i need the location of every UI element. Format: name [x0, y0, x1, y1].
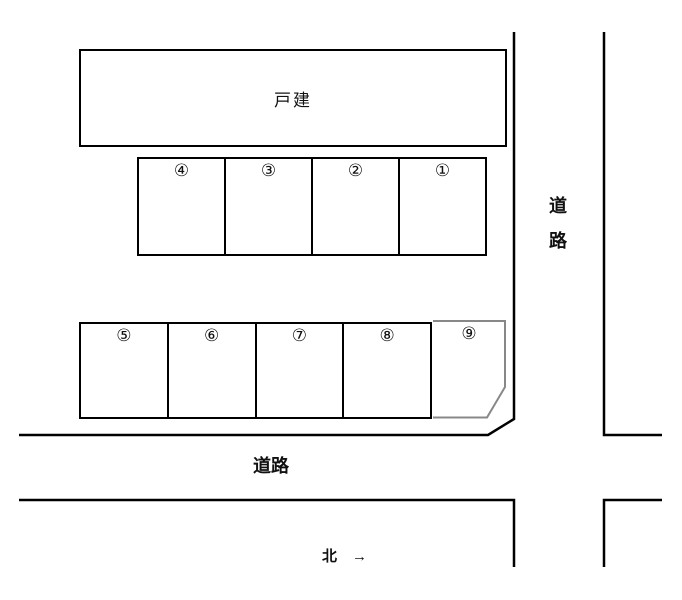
parking-space-6: ⑥ — [169, 324, 257, 417]
space-number-label: ③ — [260, 161, 277, 180]
space-number-label: ⑧ — [379, 326, 395, 345]
parking-row-2: ⑤ ⑥ ⑦ ⑧ — [79, 322, 432, 419]
parking-space-2: ② — [313, 159, 400, 254]
road-bottom-label: 道路 — [253, 456, 289, 476]
space-number-label: ⑤ — [116, 326, 132, 345]
space-number-label: ⑦ — [291, 326, 307, 345]
parking-space-9-outline — [433, 320, 506, 419]
road-left-edge-line — [19, 32, 516, 437]
road-right-edge-line — [602, 32, 662, 437]
road-right-label: 道路 — [547, 196, 567, 266]
space-number-label: ① — [434, 161, 451, 180]
building-block: 戸建 — [79, 49, 507, 147]
parking-space-1: ① — [400, 159, 485, 254]
space-number-label: ⑥ — [204, 326, 220, 345]
space-number-label: ② — [347, 161, 364, 180]
space-number-label: ④ — [173, 161, 190, 180]
parking-space-9: ⑨ — [432, 325, 506, 342]
parking-space-3: ③ — [226, 159, 313, 254]
bottom-road-southeast-corner-line — [602, 498, 662, 567]
north-direction-label: 北 → — [322, 548, 368, 565]
bottom-road-southwest-corner-line — [19, 498, 516, 567]
building-label: 戸建 — [274, 90, 312, 110]
parking-space-8: ⑧ — [344, 324, 430, 417]
parking-space-5: ⑤ — [81, 324, 169, 417]
parking-row-1: ④ ③ ② ① — [137, 157, 487, 256]
space-number-label: ⑨ — [461, 324, 477, 343]
parking-space-4: ④ — [139, 159, 226, 254]
parking-space-7: ⑦ — [257, 324, 345, 417]
